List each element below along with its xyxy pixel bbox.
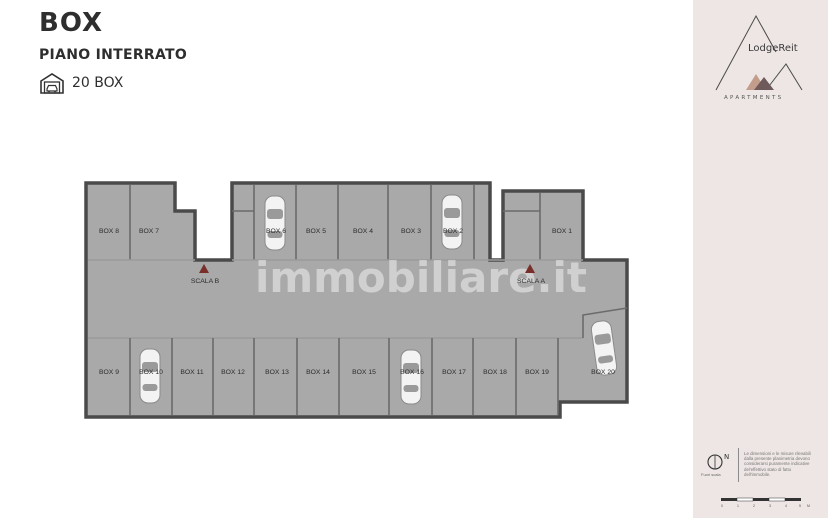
car-box-2: [441, 194, 463, 250]
box-label: BOX 20: [591, 369, 615, 376]
box-label: BOX 13: [265, 369, 289, 376]
box-label: BOX 7: [139, 228, 159, 235]
scale-tick: 0: [721, 504, 723, 508]
north-arrow-icon: N: [707, 453, 729, 470]
floor-plan: immobiliare.it SCALA B SCALA A BOX 8 BOX…: [84, 181, 629, 419]
note-divider: [738, 448, 739, 482]
brand-tagline: APARTMENTS: [724, 95, 784, 101]
stair-a-icon: [525, 264, 535, 273]
page-title: BOX: [39, 8, 104, 38]
north-label: Fuori scala: [701, 472, 721, 477]
box-label: BOX 4: [353, 228, 373, 235]
scale-bar: 0 1 2 3 4 5 M: [721, 497, 810, 508]
box-label: BOX 6: [266, 228, 286, 235]
car-box-10: [139, 348, 161, 404]
box-count: 20 BOX: [39, 72, 123, 94]
box-label: BOX 14: [306, 369, 330, 376]
box-label: BOX 1: [552, 228, 572, 235]
box-label: BOX 16: [400, 369, 424, 376]
box-label: BOX 8: [99, 228, 119, 235]
north-letter: N: [724, 453, 729, 461]
stair-label-b: SCALA B: [191, 278, 220, 285]
top-partitions: [88, 185, 583, 261]
car-box-16: [400, 349, 422, 405]
car-box-6: [264, 195, 286, 251]
watermark: immobiliare.it: [255, 253, 587, 302]
box-label: BOX 2: [443, 228, 463, 235]
box-label: BOX 11: [180, 369, 204, 376]
stair-b-icon: [199, 264, 209, 273]
scale-tick: 4: [785, 504, 787, 508]
box-label: BOX 19: [525, 369, 549, 376]
box-label: BOX 5: [306, 228, 326, 235]
box-label: BOX 10: [139, 369, 163, 376]
brand-logo-icon: [715, 14, 803, 91]
box-label: BOX 9: [99, 369, 119, 376]
disclaimer-note: Le dimensioni e le misure rilevabili dal…: [744, 451, 811, 477]
scale-tick: 1: [737, 504, 739, 508]
scale-tick: 5: [799, 504, 801, 508]
page-subtitle: PIANO INTERRATO: [39, 47, 188, 63]
stair-label-a: SCALA A: [517, 278, 545, 285]
box-label: BOX 12: [221, 369, 245, 376]
garage-icon: [40, 73, 64, 94]
scale-tick: 2: [753, 504, 755, 508]
box-label: BOX 18: [483, 369, 507, 376]
scale-tick: 3: [769, 504, 771, 508]
bottom-partitions: [88, 307, 628, 415]
scale-tick: M: [807, 504, 810, 508]
box-label: BOX 15: [352, 369, 376, 376]
box-count-label: 20 BOX: [72, 75, 124, 91]
box-label: BOX 3: [401, 228, 421, 235]
brand-name: LodgeReit: [748, 43, 798, 54]
box-label: BOX 17: [442, 369, 466, 376]
